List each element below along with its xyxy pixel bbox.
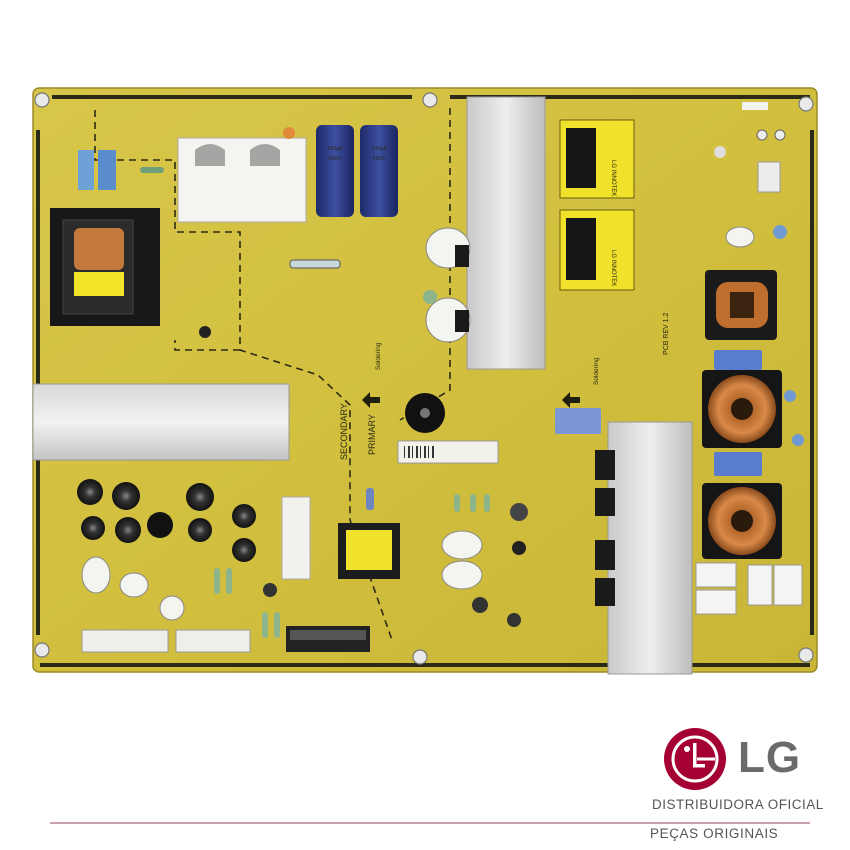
arrow-mark [562,392,580,408]
board-edge-trace [52,95,412,99]
lg-logo-icon [664,728,726,790]
board-edge-trace [36,130,40,635]
isolation-dashed-line [94,110,393,641]
svg-text:100μF: 100μF [371,146,387,152]
small-components [140,102,804,638]
relays [695,562,803,615]
film-capacitors [78,150,94,190]
bulk-capacitors: 100μF 100μF 450V 450V [316,125,398,217]
connectors [81,626,370,653]
label-soldering-left: Soldering [375,342,382,370]
heatsink-vertical-bottom [607,421,693,675]
barcode-label [397,440,499,464]
label-soldering-right: Soldering [593,357,600,385]
label-primary: PRIMARY [367,414,377,455]
label-secondary: SECONDARY [339,403,349,460]
divider-rule [50,822,810,824]
svg-text:LG INNOTEK: LG INNOTEK [610,250,616,286]
toroid-chokes [702,270,782,559]
x-capacitors [555,350,762,476]
isolation-dashed-line [399,108,451,421]
board-edge-trace [40,663,810,667]
label-pcb-rev: PCB REV 1.2 [663,312,670,355]
heatsink-vertical-top [466,96,546,370]
board-edge-trace [450,95,810,99]
power-transistors [455,245,615,606]
lg-wordmark: LG [738,733,802,782]
svg-text:450V: 450V [329,156,342,162]
svg-text:100μF: 100μF [327,146,343,152]
arrow-mark [362,392,380,408]
brand-line-pecas: PEÇAS ORIGINAIS [650,826,779,841]
svg-text:LG INNOTEK: LG INNOTEK [610,160,616,196]
brand-line-distribuidora: DISTRIBUIDORA OFICIAL [652,797,824,812]
mounting-holes [34,92,814,665]
heatsink-horizontal-left [32,383,290,461]
flyback-transformer-left [50,208,160,326]
output-capacitors [77,393,445,562]
pfc-inductors: LG INNOTEK LG INNOTEK [559,119,635,291]
svg-text:450V: 450V [373,156,386,162]
board-edge-trace [810,130,814,635]
